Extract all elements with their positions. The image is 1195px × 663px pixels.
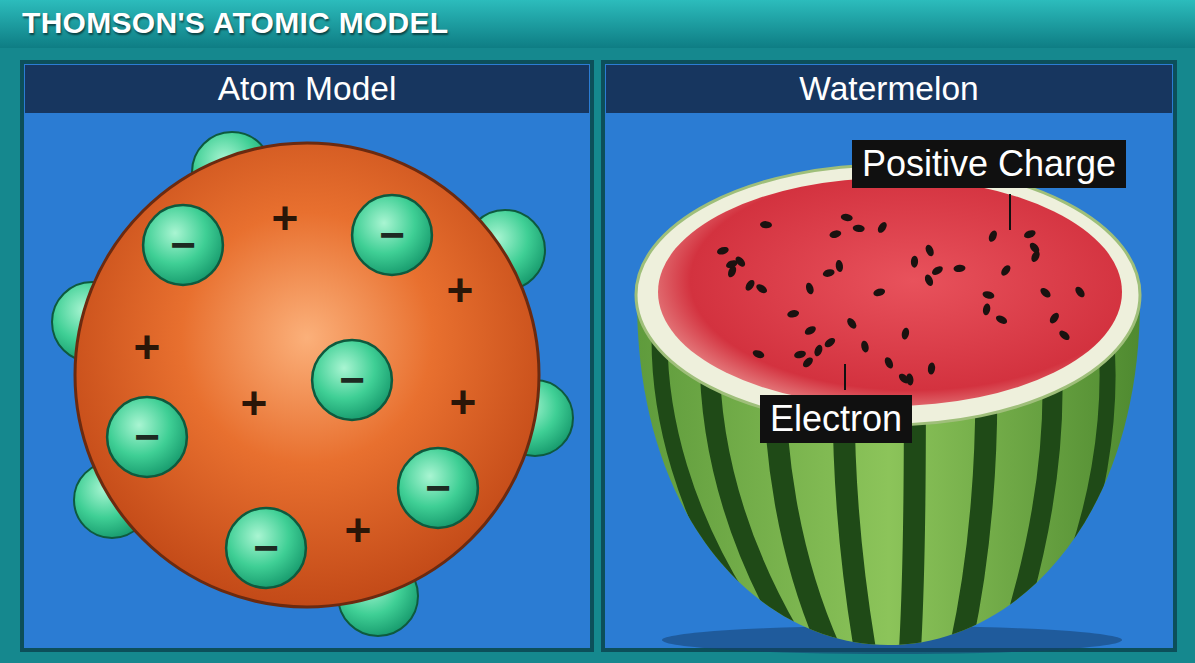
melon-seed	[840, 213, 853, 222]
melon-seed	[924, 244, 935, 258]
electron-sign: −	[105, 395, 189, 479]
melon-seeds	[716, 213, 1086, 386]
melon-seed	[822, 268, 835, 278]
electron-sign: −	[224, 506, 308, 590]
panel-ground	[603, 62, 1175, 650]
melon-seed	[793, 350, 806, 360]
melon-seed	[845, 316, 858, 330]
electron-sign: −	[396, 446, 480, 530]
positive-sign: +	[272, 195, 299, 241]
melon-seed	[1039, 286, 1053, 299]
panel-ground	[22, 62, 592, 650]
title: THOMSON'S ATOMIC MODEL	[22, 6, 449, 40]
melon-seed	[805, 282, 815, 296]
melon-seed	[1028, 241, 1041, 255]
melon-seed	[734, 255, 747, 269]
electron-sign: −	[310, 338, 394, 422]
melon-rind-cut	[636, 165, 1140, 425]
melon-seed	[987, 229, 998, 243]
melon-seed	[999, 263, 1012, 277]
melon-seed	[982, 303, 991, 316]
positive-sign: +	[450, 379, 477, 425]
melon-seed	[876, 220, 889, 234]
melon-seed	[1023, 229, 1037, 240]
positive-sign: +	[134, 324, 161, 370]
electron-circle: −	[224, 506, 308, 590]
electron-circle: −	[141, 203, 225, 287]
leader-line	[844, 364, 846, 390]
melon-seed	[982, 290, 995, 300]
melon-seed	[760, 221, 772, 229]
electron-sign: −	[141, 203, 225, 287]
melon-seed	[860, 340, 870, 353]
melon-seed	[883, 356, 895, 370]
electron-circle: −	[310, 338, 394, 422]
melon-seed	[752, 349, 766, 360]
electron-sign: −	[350, 193, 434, 277]
panel-heading: Watermelon	[606, 65, 1172, 113]
panel: Atom Model−−−−−−	[22, 62, 592, 650]
melon-seed	[852, 224, 865, 232]
panel-heading: Atom Model	[25, 65, 589, 113]
melon-seed	[829, 229, 842, 239]
melon-seed	[923, 273, 934, 287]
electron-circle: −	[396, 446, 480, 530]
melon-seed	[953, 264, 966, 272]
electron-sphere	[52, 132, 573, 636]
melon-seed	[787, 309, 800, 318]
positive-sign: +	[447, 267, 474, 313]
melon-seed	[927, 362, 935, 375]
melon-seed	[1073, 285, 1086, 299]
melon-seed	[1058, 329, 1072, 342]
melon-seed	[813, 344, 824, 358]
positive-sign: +	[345, 507, 372, 553]
melon-seed	[897, 372, 911, 385]
melon-flesh	[658, 178, 1122, 406]
melon-seed	[755, 282, 769, 295]
melon-seed	[803, 324, 817, 336]
title-bar	[0, 0, 1195, 48]
melon-seed	[1048, 311, 1061, 325]
melon-seed	[835, 260, 844, 273]
melon-seed	[872, 287, 885, 297]
positive-sign: +	[241, 380, 268, 426]
melon-seed	[995, 314, 1009, 326]
melon-seed	[911, 256, 919, 268]
electron-circle: −	[105, 395, 189, 479]
melon-seed	[801, 356, 815, 370]
melon-seed	[744, 278, 757, 292]
electron-circle: −	[350, 193, 434, 277]
positive-sphere	[75, 143, 539, 607]
melon-seed	[823, 336, 837, 349]
callout-label: Positive Charge	[852, 140, 1126, 188]
melon-seed	[716, 246, 730, 256]
leader-line	[1009, 194, 1011, 230]
melon-seed	[930, 264, 944, 277]
callout-label: Electron	[760, 395, 912, 443]
melon-seed	[901, 327, 910, 340]
